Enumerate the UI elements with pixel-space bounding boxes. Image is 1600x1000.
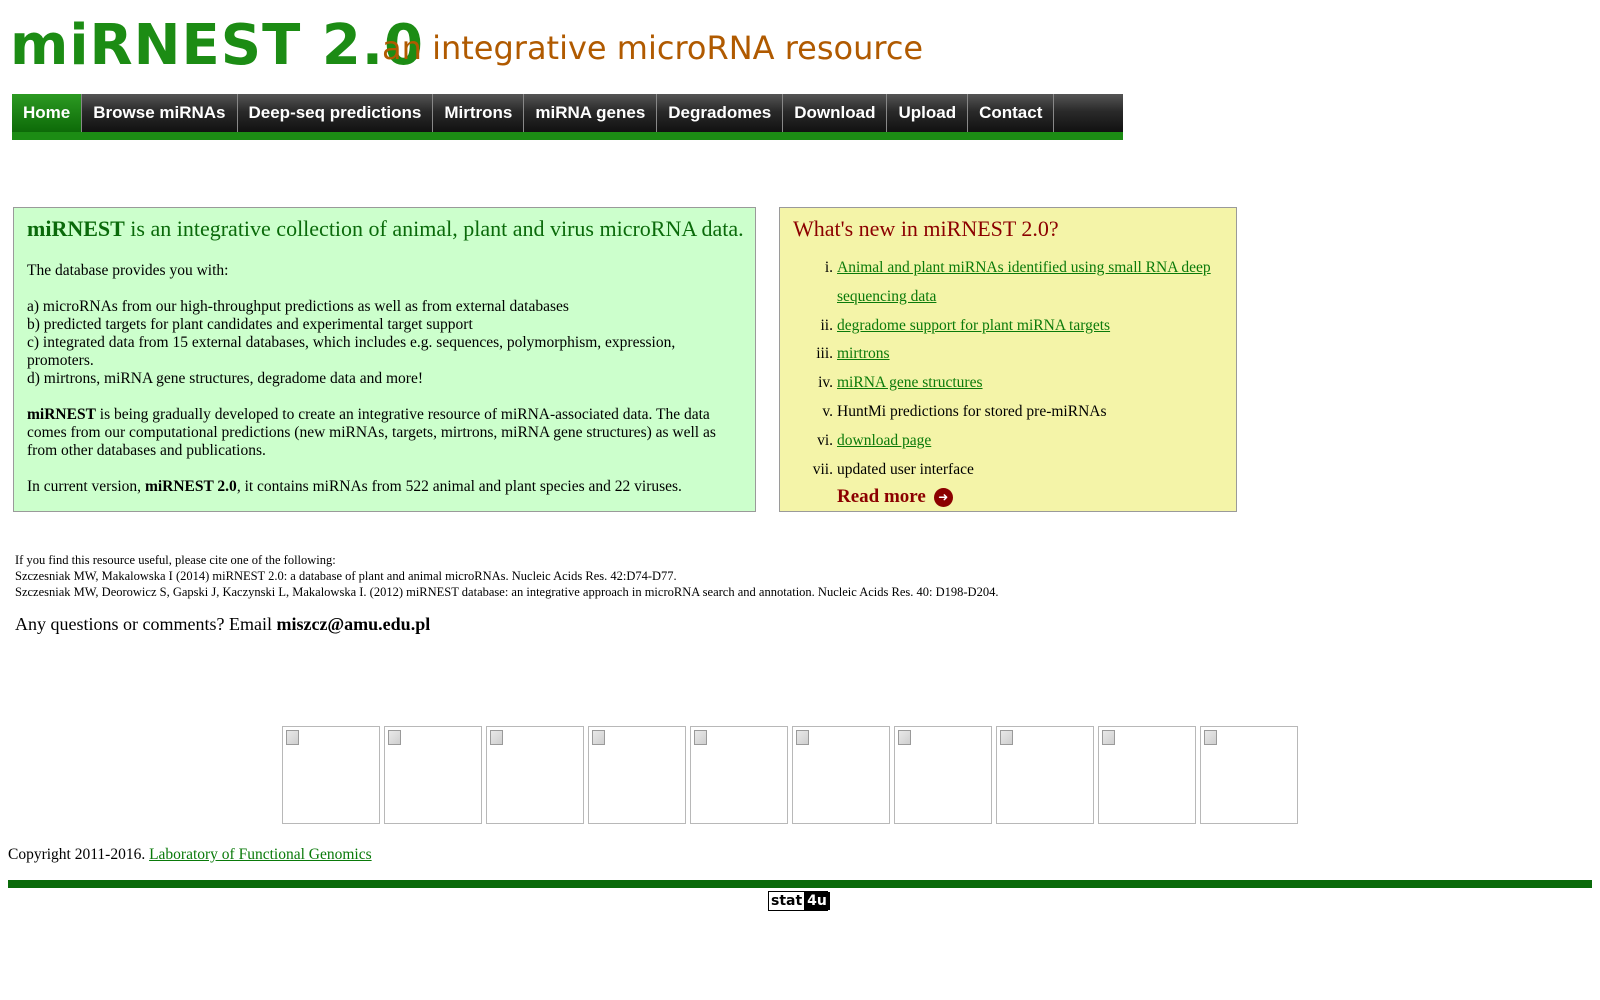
main-nav: Home Browse miRNAs Deep-seq predictions … [12, 94, 1123, 140]
site-tagline: an integrative microRNA resource [382, 29, 924, 67]
copyright: Copyright 2011-2016. Laboratory of Funct… [8, 846, 372, 864]
news-item-number: vi. [817, 431, 833, 449]
broken-image-icon [388, 730, 401, 745]
contact-line: Any questions or comments? Email miszcz@… [15, 614, 430, 635]
current-version-text: In current version, miRNEST 2.0, it cont… [27, 478, 742, 496]
citation-intro: If you find this resource useful, please… [15, 553, 336, 567]
copyright-text: Copyright 2011-2016. [8, 846, 150, 863]
news-item-number: iii. [816, 345, 833, 363]
citations: If you find this resource useful, please… [15, 552, 998, 600]
feature-item: b) predicted targets for plant candidate… [27, 316, 473, 333]
provides-text: The database provides you with: [27, 262, 229, 279]
contact-email[interactable]: miszcz@amu.edu.pl [276, 614, 431, 634]
broken-image-icon [592, 730, 605, 745]
partner-logo-image[interactable] [384, 726, 482, 824]
broken-image-icon [1000, 730, 1013, 745]
broken-image-icon [490, 730, 503, 745]
feature-item: d) mirtrons, miRNA gene structures, degr… [27, 370, 423, 387]
current-version-prefix: In current version, [27, 478, 145, 495]
news-item: i.Animal and plant miRNAs identified usi… [793, 254, 1223, 312]
news-item-number: i. [824, 259, 833, 276]
nav-download[interactable]: Download [783, 94, 888, 132]
news-item: iv. miRNA gene structures [793, 369, 1223, 398]
partner-logo-image[interactable] [588, 726, 686, 824]
partner-logo-image[interactable] [1200, 726, 1298, 824]
description-brand: miRNEST [27, 406, 96, 423]
broken-image-icon [286, 730, 299, 745]
contact-text: Any questions or comments? Email [15, 614, 277, 634]
whats-new-list: i.Animal and plant miRNAs identified usi… [793, 254, 1223, 484]
citation-ref: Szczesniak MW, Makalowska I (2014) miRNE… [15, 569, 677, 583]
broken-image-icon [898, 730, 911, 745]
stat4u-left: stat [769, 892, 805, 910]
news-item: v.HuntMi predictions for stored pre-miRN… [793, 398, 1223, 427]
intro-title: miRNEST is an integrative collection of … [27, 216, 744, 242]
stat4u-right: 4u [804, 892, 830, 910]
partner-logo-image[interactable] [282, 726, 380, 824]
news-item-number: ii. [820, 316, 834, 334]
news-item: vii.updated user interface [793, 456, 1223, 485]
intro-title-brand: miRNEST [27, 216, 125, 241]
news-link-download[interactable]: download page [837, 431, 932, 449]
whats-new-panel: What's new in miRNEST 2.0? i.Animal and … [779, 207, 1237, 512]
news-item-number: v. [822, 402, 833, 420]
partner-logos [282, 726, 1298, 824]
news-link-deep-seq[interactable]: Animal and plant miRNAs identified using… [837, 259, 1211, 305]
partner-logo-image[interactable] [486, 726, 584, 824]
partner-logo-image[interactable] [792, 726, 890, 824]
intro-title-text: is an integrative collection of animal, … [124, 216, 744, 241]
broken-image-icon [796, 730, 809, 745]
partner-logo-image[interactable] [996, 726, 1094, 824]
broken-image-icon [1204, 730, 1217, 745]
news-item-number: vii. [812, 460, 833, 478]
footer-divider [8, 880, 1592, 888]
nav-deep-seq-predictions[interactable]: Deep-seq predictions [238, 94, 434, 132]
news-link-gene-structures[interactable]: miRNA gene structures [837, 374, 983, 392]
description-body: is being gradually developed to create a… [27, 406, 716, 459]
read-more-label: Read more [837, 486, 926, 508]
nav-browse-mirnas[interactable]: Browse miRNAs [82, 94, 238, 132]
news-item: vi.download page [793, 427, 1223, 456]
nav-home[interactable]: Home [12, 94, 83, 132]
news-item-text: updated user interface [837, 460, 974, 478]
feature-item: a) microRNAs from our high-throughput pr… [27, 298, 569, 315]
partner-logo-image[interactable] [894, 726, 992, 824]
news-link-mirtrons[interactable]: mirtrons [837, 345, 890, 363]
news-item-text: HuntMi predictions for stored pre-miRNAs [837, 402, 1107, 420]
news-item-number: iv. [818, 374, 833, 392]
partner-logo-image[interactable] [690, 726, 788, 824]
nav-upload[interactable]: Upload [887, 94, 969, 132]
feature-item: c) integrated data from 15 external data… [27, 334, 676, 369]
arrow-right-icon: ➜ [933, 487, 953, 507]
site-logo[interactable]: miRNEST 2.0 [10, 13, 425, 78]
intro-panel: miRNEST is an integrative collection of … [13, 207, 756, 512]
news-item: ii.degradome support for plant miRNA tar… [793, 312, 1223, 341]
current-version-name: miRNEST 2.0 [144, 478, 237, 495]
read-more-link[interactable]: Read more ➜ [837, 484, 1223, 510]
current-version-suffix: , it contains miRNAs from 522 animal and… [236, 478, 682, 495]
lab-link[interactable]: Laboratory of Functional Genomics [149, 846, 372, 863]
description-text: miRNEST is being gradually developed to … [27, 406, 742, 460]
nav-contact[interactable]: Contact [968, 94, 1055, 132]
nav-degradomes[interactable]: Degradomes [657, 94, 784, 132]
nav-mirna-genes[interactable]: miRNA genes [524, 94, 658, 132]
nav-mirtrons[interactable]: Mirtrons [433, 94, 525, 132]
broken-image-icon [1102, 730, 1115, 745]
news-link-degradome[interactable]: degradome support for plant miRNA target… [837, 316, 1111, 334]
news-item: iii.mirtrons [793, 340, 1223, 369]
citation-ref: Szczesniak MW, Deorowicz S, Gapski J, Ka… [15, 585, 999, 599]
whats-new-title: What's new in miRNEST 2.0? [793, 216, 1059, 241]
partner-logo-image[interactable] [1098, 726, 1196, 824]
broken-image-icon [694, 730, 707, 745]
